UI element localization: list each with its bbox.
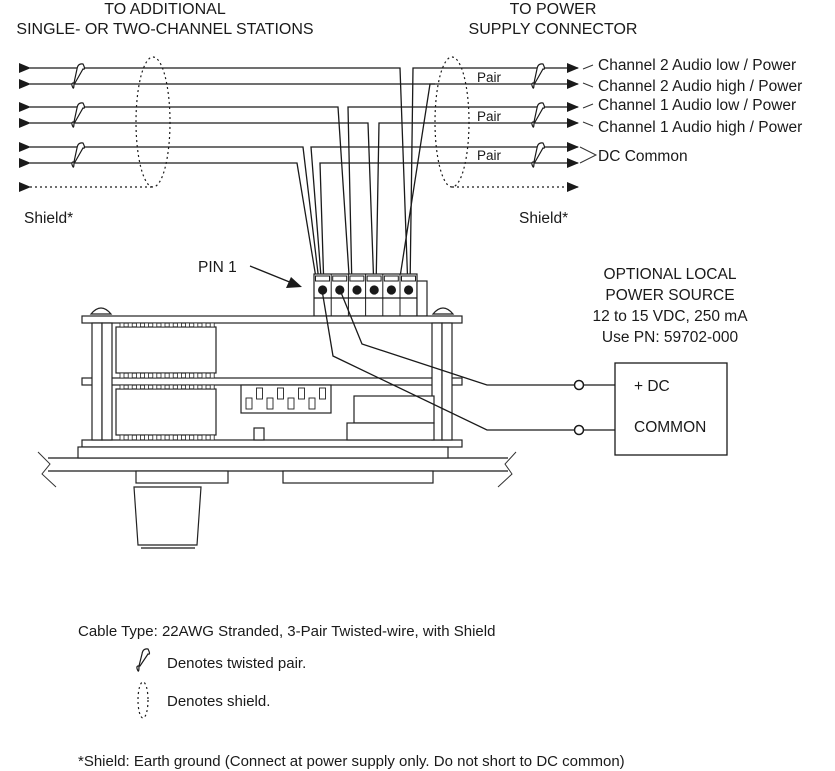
volume-knob — [133, 486, 202, 546]
label-leader — [582, 82, 594, 88]
twisted-pair-icon — [136, 648, 151, 672]
screw-icon — [89, 307, 113, 315]
terminal-block-end — [416, 280, 428, 317]
left-wire-5 — [19, 142, 321, 291]
right-shield-icon — [434, 56, 470, 188]
right-header-line-2: SUPPLY CONNECTOR — [469, 21, 638, 38]
dip-switch — [240, 384, 332, 414]
wire-label-ch1-high: Channel 1 Audio high / Power — [598, 119, 802, 136]
pcb-assembly — [37, 307, 517, 549]
wire-label-ch2-high: Channel 2 Audio high / Power — [598, 78, 802, 95]
terminal-common-icon — [573, 424, 585, 436]
twisted-pair-icon — [71, 142, 86, 168]
wire-to-plus-dc — [339, 289, 576, 386]
twisted-pair-icon — [71, 102, 86, 128]
right-wire-1 — [409, 63, 579, 291]
right-header-line-1: TO POWER — [510, 1, 597, 18]
shield-legend-icon — [137, 681, 149, 719]
power-source-line-1: OPTIONAL LOCAL — [604, 266, 737, 283]
wire-label-ch1-low: Channel 1 Audio low / Power — [598, 97, 796, 114]
terminal-plus-dc-label: + DC — [634, 378, 670, 395]
ic-chip — [115, 388, 217, 436]
terminal-pin-icon — [352, 285, 362, 295]
screw-icon — [431, 307, 455, 315]
label-leader — [582, 64, 594, 70]
pin1-label: PIN 1 — [198, 259, 237, 276]
left-header-line-1: TO ADDITIONAL — [104, 1, 226, 18]
left-wire-6 — [19, 158, 319, 291]
power-source-box — [614, 362, 728, 456]
right-wire-6 — [319, 158, 579, 291]
twisted-pair-legend-icon — [136, 648, 151, 672]
label-leader — [582, 121, 594, 127]
wire-to-common — [321, 289, 576, 431]
twisted-pair-icon — [71, 63, 86, 89]
shield-label-right: Shield* — [519, 210, 568, 227]
right-wire-bundle — [310, 56, 579, 291]
break-mark-icon — [497, 451, 517, 488]
twisted-pair-icon — [531, 142, 546, 168]
pair-label-1: Pair — [477, 70, 502, 85]
pair-label-3: Pair — [477, 148, 502, 163]
terminal-pin-icon — [335, 285, 345, 295]
pin1-arrow — [249, 265, 293, 284]
left-wire-3 — [19, 102, 351, 291]
pair-label-2: Pair — [477, 109, 502, 124]
board-lower — [81, 439, 463, 448]
power-source-line-4: Use PN: 59702-000 — [602, 329, 739, 346]
twisted-pair-legend-text: Denotes twisted pair. — [167, 655, 306, 672]
terminal-pin-icon — [404, 285, 414, 295]
terminal-pin-icon — [386, 285, 396, 295]
terminal-common-label: COMMON — [634, 419, 706, 436]
shield-footnote: *Shield: Earth ground (Connect at power … — [78, 753, 625, 770]
board-middle — [81, 377, 463, 386]
twisted-pair-symbols — [71, 63, 546, 168]
wire-label-ch2-low: Channel 2 Audio low / Power — [598, 57, 796, 74]
left-header-line-2: SINGLE- OR TWO-CHANNEL STATIONS — [16, 21, 313, 38]
label-leader — [582, 103, 594, 109]
shield-legend-text: Denotes shield. — [167, 693, 270, 710]
terminal-plus-icon — [573, 379, 585, 391]
cable-type-text: Cable Type: 22AWG Stranded, 3-Pair Twist… — [78, 623, 495, 640]
shield-label-left: Shield* — [24, 210, 73, 227]
left-wire-4 — [19, 118, 375, 291]
twisted-pair-icon — [531, 102, 546, 128]
right-wire-4 — [375, 118, 579, 291]
power-source-line-2: POWER SOURCE — [605, 287, 734, 304]
terminal-block — [313, 273, 428, 317]
wire-label-dc-common: DC Common — [598, 148, 688, 165]
left-wire-1 — [19, 63, 409, 291]
power-source-line-3: 12 to 15 VDC, 250 mA — [592, 308, 748, 325]
left-wire-bundle — [19, 56, 435, 291]
label-leader — [579, 146, 598, 164]
terminal-pin-icon — [369, 285, 379, 295]
wire-labels: Channel 2 Audio low / Power Channel 2 Au… — [579, 57, 802, 165]
right-wire-3 — [347, 102, 579, 291]
right-wire-5 — [310, 142, 579, 291]
board-top — [81, 315, 463, 324]
right-wire-2 — [397, 79, 579, 291]
break-mark-icon — [37, 451, 57, 488]
twisted-pair-icon — [531, 63, 546, 89]
pin1-arrowhead-icon — [286, 277, 302, 288]
left-shield-icon — [135, 56, 171, 188]
ic-chip — [115, 326, 217, 374]
